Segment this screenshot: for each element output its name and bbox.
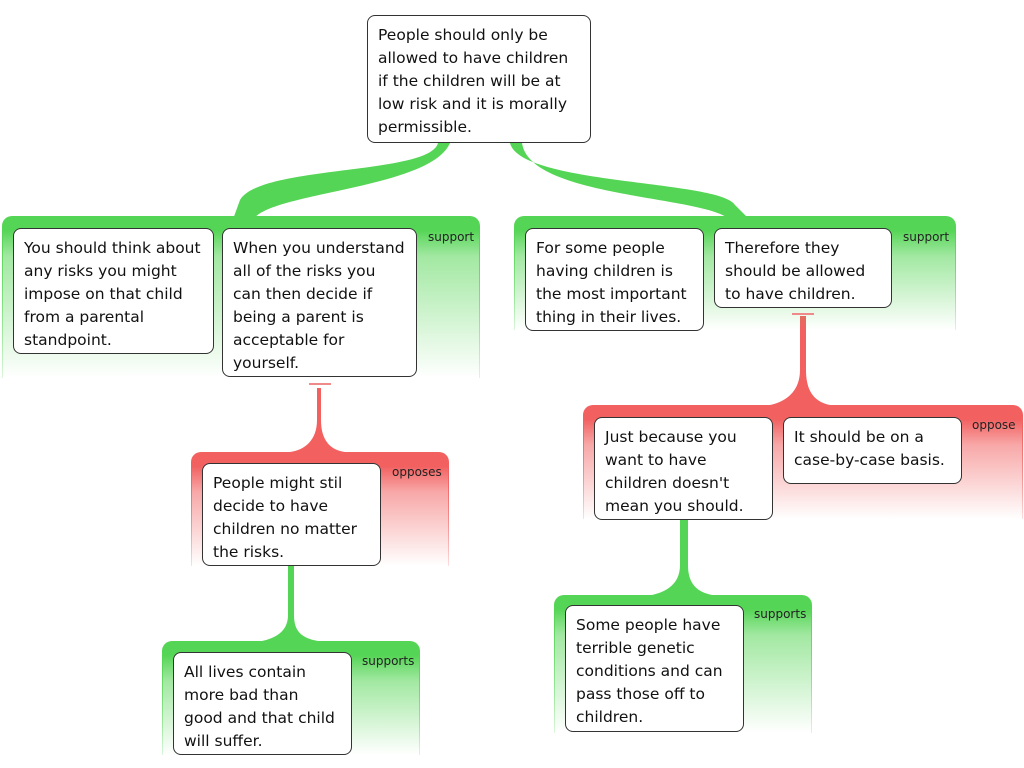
claim-card-most-important-thing[interactable]: For some people having children is the m… bbox=[525, 228, 704, 331]
connector-root-right bbox=[510, 143, 752, 222]
claim-text: When you understand all of the risks you… bbox=[233, 239, 405, 372]
root-claim-text: People should only be allowed to have ch… bbox=[378, 26, 569, 136]
claim-card-case-by-case[interactable]: It should be on a case-by-case basis. bbox=[783, 417, 962, 484]
claim-card-might-still-decide[interactable]: People might stil decide to have childre… bbox=[202, 463, 381, 566]
group-label-right-oppose: oppose bbox=[972, 418, 1016, 432]
claim-card-doesnt-mean-you-should[interactable]: Just because you want to have children d… bbox=[594, 417, 773, 520]
group-label-right-support: support bbox=[903, 230, 950, 244]
claim-text: Just because you want to have children d… bbox=[605, 428, 744, 515]
claim-text: All lives contain more bad than good and… bbox=[184, 663, 335, 750]
claim-text: People might stil decide to have childre… bbox=[213, 474, 358, 561]
connector-root-left bbox=[232, 143, 450, 222]
group-label-left-support: support bbox=[428, 230, 475, 244]
group-label-left-supports: supports bbox=[362, 654, 415, 668]
claim-text: Some people have terrible genetic condit… bbox=[576, 616, 723, 726]
claim-card-more-bad-than-good[interactable]: All lives contain more bad than good and… bbox=[173, 652, 352, 755]
connector-justbecause-supports bbox=[652, 520, 712, 595]
claim-card-understand-risks[interactable]: When you understand all of the risks you… bbox=[222, 228, 417, 377]
claim-card-genetic-conditions[interactable]: Some people have terrible genetic condit… bbox=[565, 605, 744, 732]
claim-card-should-be-allowed[interactable]: Therefore they should be allowed to have… bbox=[714, 228, 892, 308]
root-claim-card[interactable]: People should only be allowed to have ch… bbox=[367, 15, 591, 143]
objection-tick-therefore bbox=[792, 313, 814, 315]
claim-text: Therefore they should be allowed to have… bbox=[725, 239, 866, 303]
connector-understand-opposes bbox=[290, 388, 345, 452]
claim-text: You should think about any risks you mig… bbox=[24, 239, 201, 349]
claim-card-think-about-risks[interactable]: You should think about any risks you mig… bbox=[13, 228, 214, 354]
connector-people-supports bbox=[262, 566, 318, 641]
group-label-right-supports: supports bbox=[754, 607, 807, 621]
group-label-left-opposes: opposes bbox=[392, 465, 442, 479]
claim-text: It should be on a case-by-case basis. bbox=[794, 428, 945, 469]
objection-tick-understand bbox=[309, 383, 331, 385]
connector-therefore-oppose bbox=[770, 316, 830, 405]
claim-text: For some people having children is the m… bbox=[536, 239, 687, 326]
